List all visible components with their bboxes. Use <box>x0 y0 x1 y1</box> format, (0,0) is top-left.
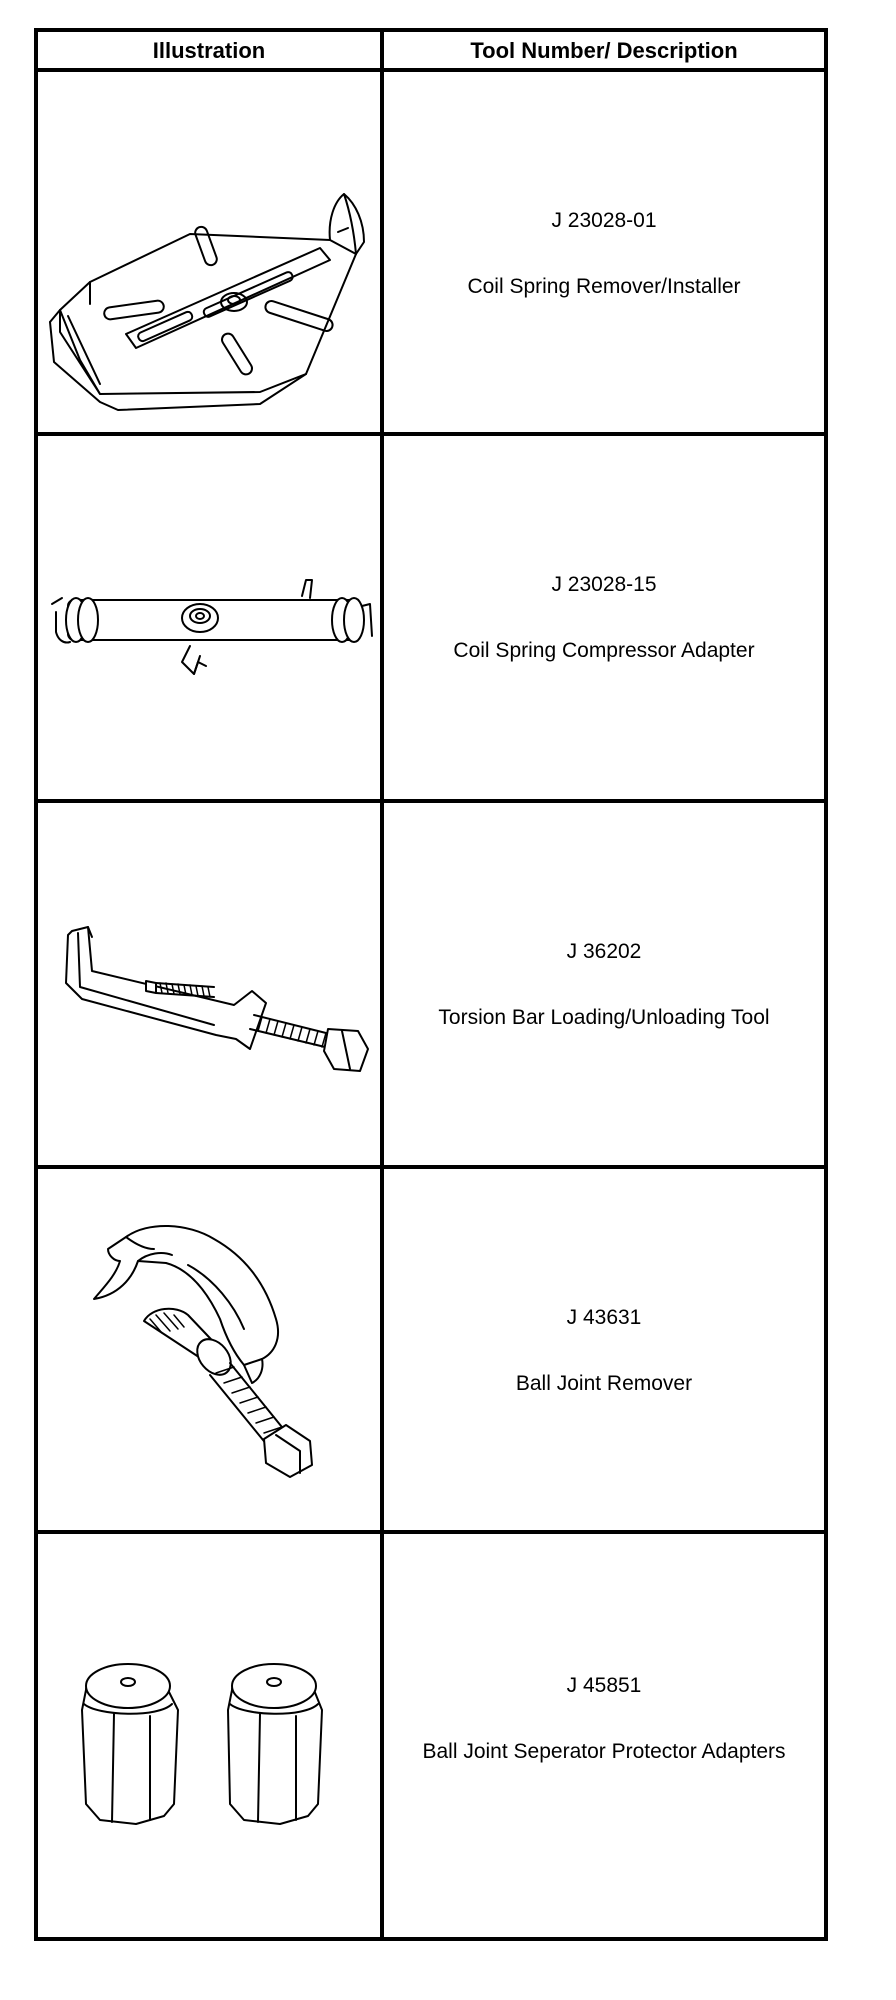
torsion-bar-tool-illustration <box>38 803 380 1165</box>
tool-description: Ball Joint Seperator Protector Adapters <box>422 1740 786 1763</box>
table-row: J 23028-01 Coil Spring Remover/Installer <box>38 72 824 436</box>
tool-number: J 43631 <box>566 1306 642 1329</box>
tool-description: Coil Spring Compressor Adapter <box>453 639 755 662</box>
tool-description: Ball Joint Remover <box>515 1372 693 1395</box>
tool-description-cell: J 23028-15 Coil Spring Compressor Adapte… <box>384 436 824 799</box>
tool-description-cell: J 23028-01 Coil Spring Remover/Installer <box>384 72 824 432</box>
ball-joint-remover-illustration <box>38 1169 380 1530</box>
tool-number: J 36202 <box>566 940 642 963</box>
tool-number: J 23028-15 <box>551 573 657 596</box>
tool-description-cell: J 36202 Torsion Bar Loading/Unloading To… <box>384 803 824 1165</box>
table-header-row: Illustration Tool Number/ Description <box>38 32 824 72</box>
tool-description-cell: J 45851 Ball Joint Seperator Protector A… <box>384 1534 824 1937</box>
tool-description-cell: J 43631 Ball Joint Remover <box>384 1169 824 1530</box>
tool-description: Torsion Bar Loading/Unloading Tool <box>438 1006 770 1029</box>
column-divider <box>380 32 384 1937</box>
table-row: J 36202 Torsion Bar Loading/Unloading To… <box>38 803 824 1169</box>
compressor-adapter-illustration <box>38 436 380 799</box>
tool-description: Coil Spring Remover/Installer <box>467 275 741 298</box>
tool-number: J 45851 <box>566 1674 642 1697</box>
tools-table: Illustration Tool Number/ Description <box>34 28 828 1941</box>
table-row: J 43631 Ball Joint Remover <box>38 1169 824 1534</box>
tool-number: J 23028-01 <box>551 209 657 232</box>
protector-adapters-illustration <box>38 1534 380 1937</box>
header-illustration: Illustration <box>152 38 266 63</box>
table-row: J 23028-15 Coil Spring Compressor Adapte… <box>38 436 824 803</box>
coil-spring-remover-illustration <box>38 72 380 432</box>
header-tool-description: Tool Number/ Description <box>470 38 738 63</box>
table-row: J 45851 Ball Joint Seperator Protector A… <box>38 1534 824 1937</box>
